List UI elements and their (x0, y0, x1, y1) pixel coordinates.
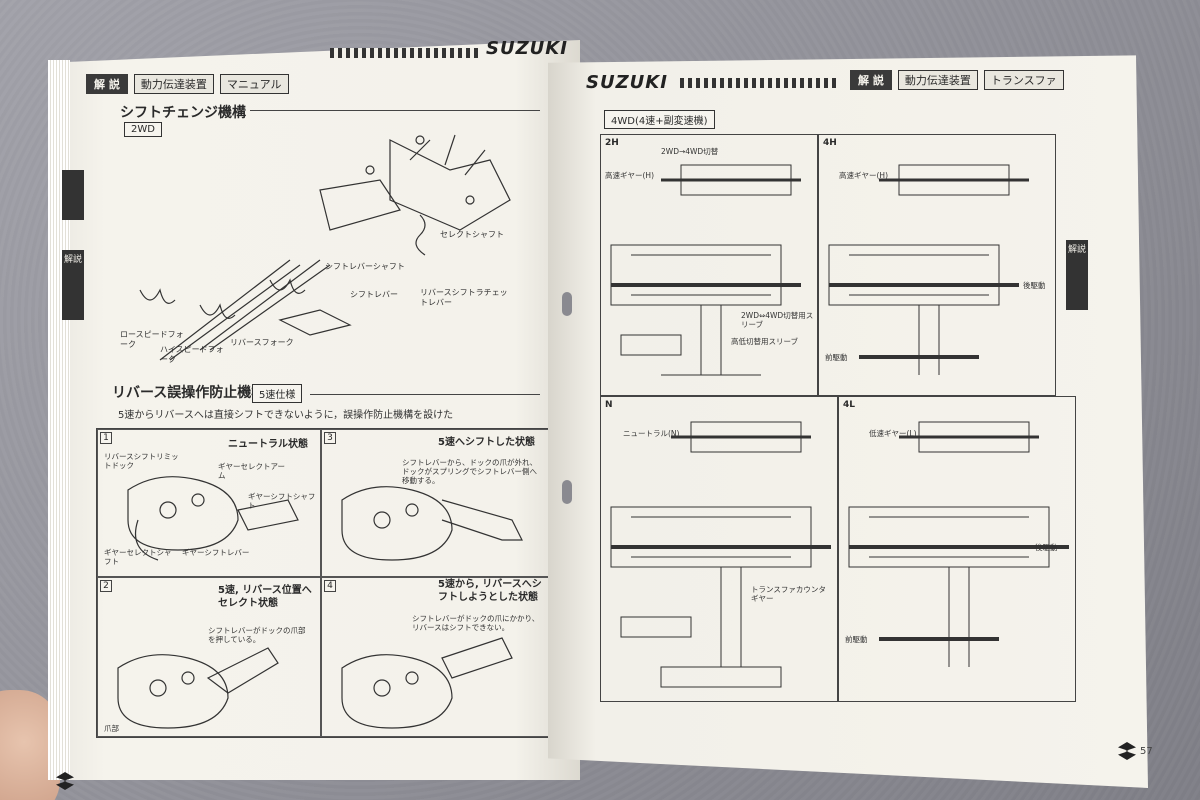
transfer-drawing-4H (828, 164, 1029, 375)
label-shift-lever: シフトレバー (350, 290, 398, 299)
binding-hole (562, 292, 572, 316)
reverse-title-rule (310, 394, 540, 395)
diagram-label: 前駆動 (825, 353, 848, 362)
transfer-drawing-2H (610, 164, 801, 376)
diagram-label: 後駆動 (1035, 543, 1058, 552)
diagram-label: トランスファカウンタギヤー (751, 585, 826, 603)
panel-title: 5速へシフトした状態 (438, 437, 535, 448)
shift-title-rule (250, 110, 540, 111)
diagram-2H: 2H 高速ギヤー(H) 2WD→4WD切替 2WD⇔4WD切替用スリーブ 高低切… (600, 134, 818, 396)
panel-label: 爪部 (104, 724, 119, 733)
label-high-speed-fork: ハイスピードフォーク (160, 345, 224, 364)
panel-number: 1 (100, 432, 112, 444)
right-header-checker (680, 78, 840, 88)
panel-title: 5速から, リバースへシフトしようとした状態 (438, 579, 542, 603)
left-header-checker (330, 48, 480, 58)
panel-label: リバースシフトリミットドック (104, 452, 179, 470)
right-header-section: 動力伝達装置 (897, 70, 978, 90)
shift-variant-badge: 2WD (124, 122, 162, 137)
panel-4-drawing (341, 637, 513, 729)
right-header-box: トランスファ (983, 70, 1064, 90)
label-select-shaft: セレクトシャフト (440, 230, 504, 239)
diagram-label: 高速ギヤー(H) (839, 171, 888, 180)
left-header: 解 説 動力伝達装置 マニュアル (86, 74, 289, 94)
diagram-label: 高低切替用スリーブ (731, 337, 799, 346)
left-side-tab: 解説 (62, 250, 84, 320)
left-side-tab-blank (62, 170, 84, 220)
left-suzuki-logo-icon (56, 772, 74, 790)
diagram-corner-label: N (605, 400, 613, 410)
panel-4: 4 5速から, リバースへシフトしようとした状態 シフトレバーがドックの爪にかか… (321, 577, 553, 737)
left-brand-logo: SUZUKI (486, 38, 568, 59)
panel-number: 4 (324, 580, 336, 592)
panel-label: シフトレバーから、ドックの爪が外れ、ドックがスプリングでシフトレバー側へ移動する… (402, 458, 538, 485)
diagram-label: 前駆動 (845, 635, 868, 644)
panel-label: シフトレバーがドックの爪にかかり、リバースはシフトできない。 (412, 614, 540, 632)
panel-1: 1 ニュートラル状態 リバースシフトリミットドック ギヤーセレクトアーム ギヤー… (97, 429, 321, 577)
diagram-corner-label: 2H (605, 138, 619, 148)
right-side-tab: 解説 (1066, 240, 1088, 310)
diagram-label: 2WD→4WD切替 (661, 147, 719, 156)
binding-hole (562, 480, 572, 504)
panel-label: ギヤーシフトシャフト (248, 492, 316, 510)
diagram-N: N ニュートラル(N) トランスファカウンタギヤー (600, 396, 838, 702)
right-header: 解 説 動力伝達装置 トランスファ (850, 70, 1064, 90)
panel-2-drawing (117, 647, 279, 729)
right-subtitle: 4WD(4速+副変速機) (604, 110, 715, 129)
diagram-4L: 4L 低速ギヤー(L) 後駆動 前駆動 (838, 396, 1076, 702)
panel-3: 3 5速へシフトした状態 シフトレバーから、ドックの爪が外れ、ドックがスプリング… (321, 429, 553, 577)
diagram-corner-label: 4H (823, 138, 837, 148)
panel-label: ギヤーセレクトアーム (218, 462, 286, 480)
right-suzuki-logo-icon (1118, 742, 1136, 760)
diagram-corner-label: 4L (843, 400, 855, 410)
panel-title: ニュートラル状態 (228, 439, 308, 450)
right-page (548, 55, 1148, 788)
transfer-drawing-4L (848, 421, 1069, 667)
panel-label: ギヤーセレクトシャフト (104, 548, 172, 566)
panel-number: 3 (324, 432, 336, 444)
diagram-label: 高速ギヤー(H) (605, 171, 654, 180)
panel-title: 5速, リバース位置へセレクト状態 (218, 585, 312, 609)
panel-number: 2 (100, 580, 112, 592)
label-shift-lever-shaft: シフトレバーシャフト (325, 262, 405, 271)
panel-label: シフトレバーがドックの爪部を押している。 (208, 626, 306, 644)
label-reverse-fork: リバースフォーク (230, 338, 294, 347)
shift-mechanism-figure: シフトレバーシャフト セレクトシャフト シフトレバー リバースシフトラチェットレ… (120, 120, 540, 370)
shift-mechanism-drawing (139, 134, 511, 361)
diagram-label: 低速ギヤー(L) (869, 429, 917, 438)
reverse-note: 5速からリバースへは直接シフトできないように，誤操作防止機構を設けた (118, 410, 454, 421)
reverse-variant-badge: 5速仕様 (252, 384, 303, 403)
page-number: 57 (1140, 746, 1153, 757)
diagram-label: ニュートラル(N) (623, 429, 680, 438)
label-reverse-ratchet: リバースシフトラチェットレバー (420, 288, 508, 307)
panel-label: ギヤーシフトレバー (182, 548, 250, 557)
diagram-label: 2WD⇔4WD切替用スリーブ (741, 311, 814, 329)
diagram-label: 後駆動 (1023, 281, 1046, 290)
left-header-section: 動力伝達装置 (133, 74, 214, 94)
page-edge-stack (48, 60, 70, 780)
reverse-panel-grid: 1 ニュートラル状態 リバースシフトリミットドック ギヤーセレクトアーム ギヤー… (96, 428, 554, 738)
panel-2: 2 5速, リバース位置へセレクト状態 シフトレバーがドックの爪部を押している。… (97, 577, 321, 737)
transfer-drawing-N (610, 421, 831, 688)
shift-section-title: シフトチェンジ機構 (120, 105, 246, 121)
reverse-section-title: リバース誤操作防止機構 (112, 385, 266, 401)
panel-1-drawing (127, 476, 299, 561)
panel-3-drawing (341, 486, 523, 561)
left-header-box: マニュアル (219, 74, 289, 94)
label-low-speed-fork: ロースピードフォーク (120, 330, 184, 349)
diagram-4H: 4H 高速ギヤー(H) 後駆動 前駆動 (818, 134, 1056, 396)
left-header-tag: 解 説 (86, 74, 128, 94)
right-header-tag: 解 説 (850, 70, 892, 90)
right-brand-logo: SUZUKI (586, 72, 668, 93)
